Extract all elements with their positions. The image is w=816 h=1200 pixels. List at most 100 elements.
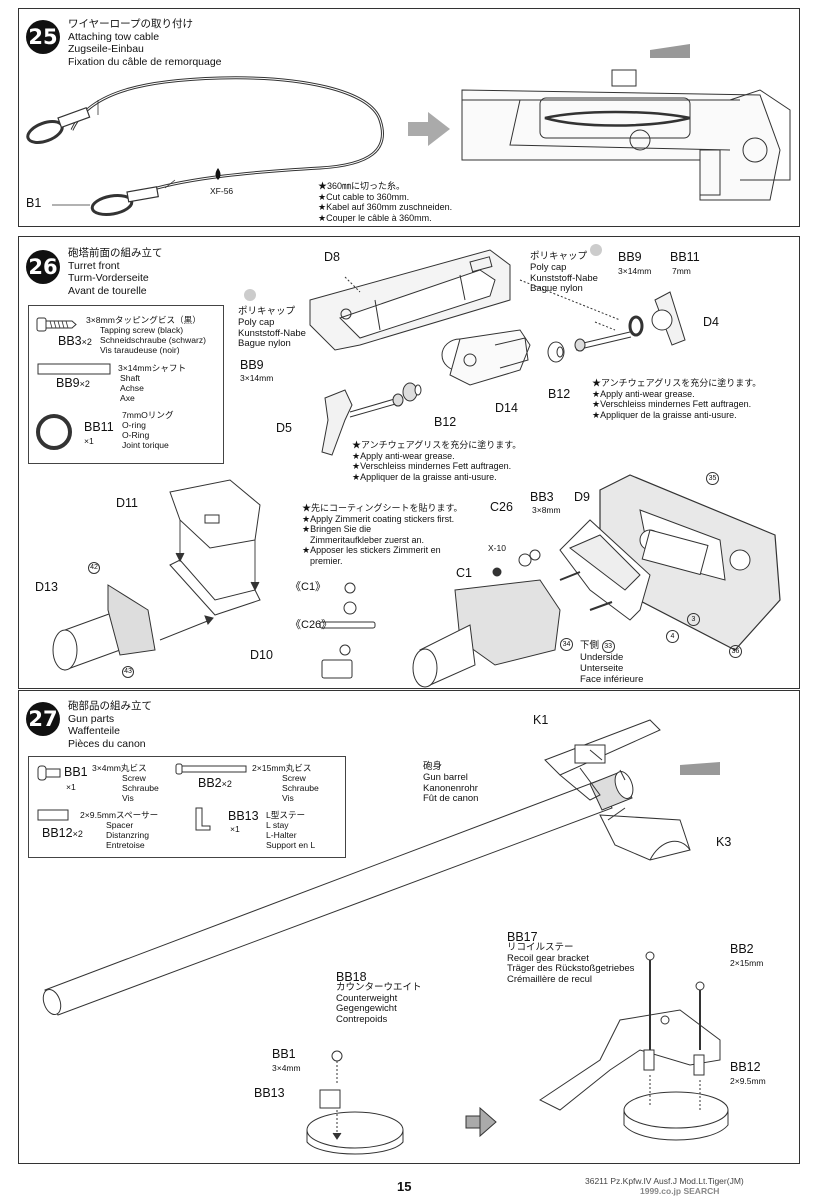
label-3: 3 <box>687 613 700 626</box>
label-35: 35 <box>706 472 719 485</box>
label-c1-detail: 《C1》 <box>290 581 327 593</box>
part-bb13-size: L型ステー <box>266 810 306 820</box>
polycap-en-right: Poly cap <box>530 261 567 273</box>
polycap-en-left: Poly cap <box>238 316 275 328</box>
grease-note-left: ★アンチウェアグリスを充分に塗ります。 ★Apply anti-wear gre… <box>352 440 521 482</box>
part-bb9-size: 3×14mmシャフト <box>118 363 187 373</box>
part-bb11-code: BB11 <box>84 420 114 434</box>
step-25-titles: ワイヤーロープの取り付け Attaching tow cable Zugseil… <box>68 18 222 68</box>
polycap-fr-left: Bague nylon <box>238 338 291 350</box>
counterweight-label: BB18 カウンターウエイト Counterweight Gegengewich… <box>336 970 422 1026</box>
label-bb11-size: 7mm <box>672 266 691 276</box>
label-d13: D13 <box>35 580 58 594</box>
part-bb9-qty: ×2 <box>79 379 90 389</box>
recoil-bracket-label: BB17 リコイルステー Recoil gear bracket Träger … <box>507 931 635 986</box>
step-27-titles: 砲部品の組み立て Gun parts Waffenteile Pièces du… <box>68 700 152 750</box>
step-25-notes: ★360㎜に切った糸。 ★Cut cable to 360mm. ★Kabel … <box>318 181 452 223</box>
part-bb11-fr: Joint torique <box>122 440 169 450</box>
part-bb2-code-text: BB2 <box>198 776 222 790</box>
part-bb9-code-text: BB9 <box>56 376 80 390</box>
part-bb3-code-text: BB3 <box>58 334 82 348</box>
step-27-title-fr: Pièces du canon <box>68 737 146 750</box>
label-42: 42 <box>88 562 100 574</box>
label-k3: K3 <box>716 835 732 849</box>
label-36: 36 <box>729 645 742 658</box>
part-bb12-size: 2×9.5mmスペーサー <box>80 810 159 820</box>
counterweight-jp: カウンターウエイト <box>336 981 422 993</box>
part-bb13-en: L stay <box>266 820 289 830</box>
label-d14: D14 <box>495 401 518 415</box>
page-number: 15 <box>397 1179 412 1194</box>
watermark: 1999.co.jp SEARCH <box>640 1186 720 1196</box>
label-33: 33 <box>601 640 615 653</box>
label-43: 43 <box>122 666 134 678</box>
zimmerit-note-de-2: Zimmeritaufkleber zuerst an. <box>310 534 425 545</box>
grease-note-left-en: ★Apply anti-wear grease. <box>352 450 455 461</box>
label-bb9-left: BB9 <box>240 358 264 372</box>
step-27-title-en: Gun parts <box>68 712 115 725</box>
grease-note-right: ★アンチウェアグリスを充分に塗ります。 ★Apply anti-wear gre… <box>592 378 761 420</box>
part-bb1-qty: ×1 <box>66 782 76 792</box>
step-25-note-de: ★Kabel auf 360mm zuschneiden. <box>318 202 453 212</box>
underside-note: 下側 33 Underside Unterseite Face inférieu… <box>580 640 643 685</box>
label-bb9-right-size: 3×14mm <box>618 266 652 276</box>
part-bb3-code: BB3×2 <box>58 334 92 348</box>
label-d4: D4 <box>703 315 719 329</box>
part-bb12-en: Spacer <box>106 820 134 830</box>
part-bb9-code: BB9×2 <box>56 376 90 390</box>
step-26-title-en: Turret front <box>68 259 120 272</box>
label-xf56: XF-56 <box>210 186 234 196</box>
part-bb9-desc: 3×14mmシャフト Shaft Achse Axe <box>118 363 186 403</box>
step-26-title-fr: Avant de tourelle <box>68 284 147 297</box>
step-25-note-fr: ★Couper le câble à 360mm. <box>318 212 432 223</box>
polycap-jp-right: ポリキャップ <box>530 251 588 262</box>
part-bb13-de: L-Halter <box>266 830 297 840</box>
counterweight-en: Counterweight <box>336 992 398 1004</box>
step-25-title-jp: ワイヤーロープの取り付け <box>68 18 194 30</box>
polycap-note-right: ポリキャップ Poly cap Kunststoff-Nabe Bague ny… <box>530 251 598 295</box>
part-bb11-en: O-ring <box>122 420 146 430</box>
step-26-number: 26 <box>26 250 60 284</box>
step-27-title-jp: 砲部品の組み立て <box>68 700 152 712</box>
part-bb2-qty: ×2 <box>221 779 232 789</box>
part-bb9-fr: Axe <box>120 393 135 403</box>
label-bb9-right: BB9 <box>618 250 642 264</box>
step-25-title-en: Attaching tow cable <box>68 30 160 43</box>
gun-barrel-fr: Fût de canon <box>423 793 479 805</box>
label-c26-detail: 《C26》 <box>290 619 333 631</box>
grease-note-right-en: ★Apply anti-wear grease. <box>592 388 695 399</box>
label-bb12-size: 2×9.5mm <box>730 1076 766 1086</box>
label-bb1: BB1 <box>272 1047 296 1061</box>
grease-note-left-de: ★Verschleiss mindernes Fett auftragen. <box>352 461 512 471</box>
label-bb12: BB12 <box>730 1060 761 1074</box>
gun-barrel-en: Gun barrel <box>423 771 468 783</box>
polycap-jp-left: ポリキャップ <box>238 306 296 317</box>
zimmerit-note-fr-2: premier. <box>310 555 343 566</box>
part-bb3-en: Tapping screw (black) <box>100 325 184 335</box>
underside-jp-line: 下側 33 <box>580 640 643 653</box>
polycap-fr-right: Bague nylon <box>530 283 583 295</box>
part-bb12-code: BB12×2 <box>42 826 83 840</box>
recoil-bracket-de: Träger des Rückstoßgetriebes <box>507 963 635 975</box>
part-bb9-de: Achse <box>120 383 144 393</box>
part-bb3-qty: ×2 <box>81 337 92 347</box>
zimmerit-note: ★先にコーティングシートを貼ります。 ★Apply Zimmerit coati… <box>302 503 463 566</box>
underside-de: Unterseite <box>580 662 624 674</box>
step-25-title-fr: Fixation du câble de remorquage <box>68 55 222 68</box>
label-b1: B1 <box>26 196 42 210</box>
grease-note-left-fr: ★Appliquer de la graisse anti-usure. <box>352 471 497 482</box>
part-bb13-desc: L型ステー L stay L-Halter Support en L <box>266 810 315 850</box>
step-26-titles: 砲塔前面の組み立て Turret front Turm-Vorderseite … <box>68 247 163 297</box>
polycap-de-right: Kunststoff-Nabe <box>530 272 598 284</box>
zimmerit-note-jp: ★先にコーティングシートを貼ります。 <box>302 503 463 513</box>
label-d8: D8 <box>324 250 340 264</box>
part-bb12-fr: Entretoise <box>106 840 145 850</box>
part-bb1-size: 3×4mm丸ビス <box>92 763 147 773</box>
label-bb3-size: 3×8mm <box>532 505 561 515</box>
part-bb12-code-text: BB12 <box>42 826 73 840</box>
step-25-title-de: Zugseile-Einbau <box>68 43 144 55</box>
part-bb3-size: 3×8mmタッピングビス（黒） <box>86 315 201 325</box>
part-bb1-fr: Vis <box>122 793 134 803</box>
gun-barrel-jp: 砲身 <box>423 761 443 772</box>
counterweight-code: BB18 <box>336 970 367 984</box>
